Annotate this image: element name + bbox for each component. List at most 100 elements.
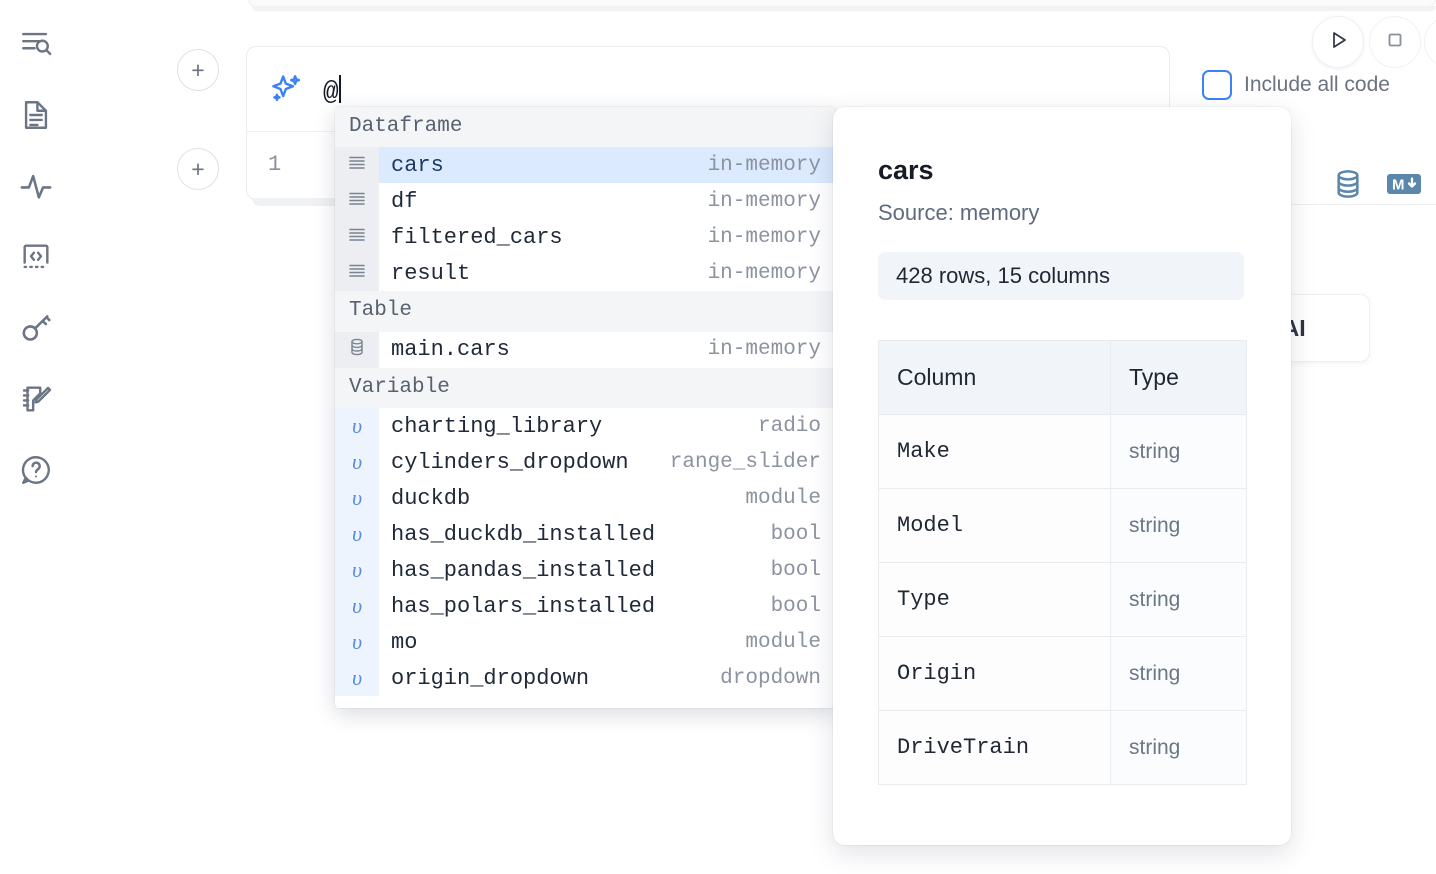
autocomplete-item-type: range_slider [669,450,821,474]
sidebar-item-secrets[interactable] [10,302,62,354]
play-icon [1326,28,1350,57]
autocomplete-item-type: module [745,630,821,654]
sidebar-item-activity[interactable] [10,160,62,212]
markdown-icon[interactable]: M [1386,171,1422,202]
autocomplete-item-result[interactable]: result in-memory [335,255,835,292]
ai-prompt-input[interactable]: @ [323,71,342,107]
help-question-icon [19,453,53,487]
dataframe-icon-cell [335,147,379,184]
autocomplete-item-has_polars_installed[interactable]: υ has_polars_installed bool [335,588,835,625]
autocomplete-item-name: cars [391,152,444,178]
schema-column-name: Model [878,488,1111,563]
database-icon [347,337,367,362]
variable-icon: υ [351,629,363,655]
autocomplete-item-name: df [391,188,418,214]
run-cell-button[interactable] [1312,16,1364,68]
text-caret [339,75,342,103]
add-cell-above-button[interactable]: + [177,49,219,91]
autocomplete-group-header: Dataframe [335,107,835,148]
sql-database-icon[interactable] [1332,168,1364,205]
autocomplete-item-name: cylinders_dropdown [391,449,629,475]
sidebar-item-help[interactable] [10,444,62,496]
autocomplete-item-cylinders_dropdown[interactable]: υ cylinders_dropdown range_slider [335,444,835,481]
variable-icon: υ [351,413,363,439]
autocomplete-item-cars[interactable]: cars in-memory [335,147,835,184]
autocomplete-item-charting_library[interactable]: υ charting_library radio [335,408,835,445]
secrets-key-icon [19,311,53,345]
variable-icon-cell: υ [335,480,379,517]
variable-icon-cell: υ [335,444,379,481]
dataframe-icon [347,189,367,214]
variable-icon-cell: υ [335,408,379,445]
variable-icon: υ [351,593,363,619]
schema-column-name: Origin [878,636,1111,711]
svg-text:M: M [1392,177,1405,194]
autocomplete-item-name: origin_dropdown [391,665,590,691]
variable-icon-cell: υ [335,552,379,589]
schema-column-header: Column [878,340,1111,415]
activity-pulse-icon [19,169,53,203]
sidebar-item-document-outline[interactable] [10,89,62,141]
include-all-code-row[interactable]: Include all code [1202,70,1390,100]
schema-column-name: Type [878,562,1111,637]
add-cell-below-button[interactable]: + [177,148,219,190]
dataset-source: Source: memory [878,200,1040,225]
autocomplete-item-name: filtered_cars [391,224,563,250]
autocomplete-item-name: has_duckdb_installed [391,521,656,547]
document-outline-icon [19,98,53,132]
autocomplete-item-duckdb[interactable]: υ duckdb module [335,480,835,517]
stop-cell-button[interactable] [1369,16,1421,68]
include-all-code-label: Include all code [1244,73,1390,96]
variable-icon: υ [351,485,363,511]
ai-prompt-value: @ [323,77,339,107]
schema-column-type: string [1110,414,1247,489]
sidebar-item-file-explorer[interactable] [10,18,62,70]
autocomplete-item-type: bool [770,594,821,618]
sidebar-item-snippets[interactable] [10,231,62,283]
autocomplete-group-header: Table [335,291,835,332]
autocomplete-item-type: in-memory [707,261,821,285]
file-explorer-icon [19,27,53,61]
autocomplete-item-type: radio [757,414,821,438]
autocomplete-item-name: result [391,260,471,286]
variable-icon-cell: υ [335,660,379,697]
toolbar-divider [1186,204,1436,205]
autocomplete-item-name: charting_library [391,413,603,439]
stop-square-icon [1384,29,1406,56]
dataset-title: cars [878,155,934,185]
autocomplete-item-type: in-memory [707,153,821,177]
database-icon-cell [335,331,379,368]
sidebar-item-scratchpad[interactable] [10,373,62,425]
sparkles-icon [269,72,303,106]
schema-column-type: string [1110,488,1247,563]
autocomplete-item-type: module [745,486,821,510]
dataframe-icon-cell [335,183,379,220]
plus-icon: + [191,155,205,182]
autocomplete-item-type: in-memory [707,338,821,362]
plus-icon: + [191,56,205,83]
include-all-code-checkbox[interactable] [1202,70,1232,100]
previous-cell-shadow [252,6,1436,11]
autocomplete-item-name: duckdb [391,485,471,511]
autocomplete-group-header: Variable [335,367,835,409]
autocomplete-item-name: has_polars_installed [391,593,656,619]
schema-column-type: string [1110,710,1247,785]
more-actions-button[interactable] [1424,16,1436,68]
schema-column-name: DriveTrain [878,710,1111,785]
variable-icon-cell: υ [335,624,379,661]
dataframe-icon [347,225,367,250]
scratchpad-edit-icon [19,382,53,416]
